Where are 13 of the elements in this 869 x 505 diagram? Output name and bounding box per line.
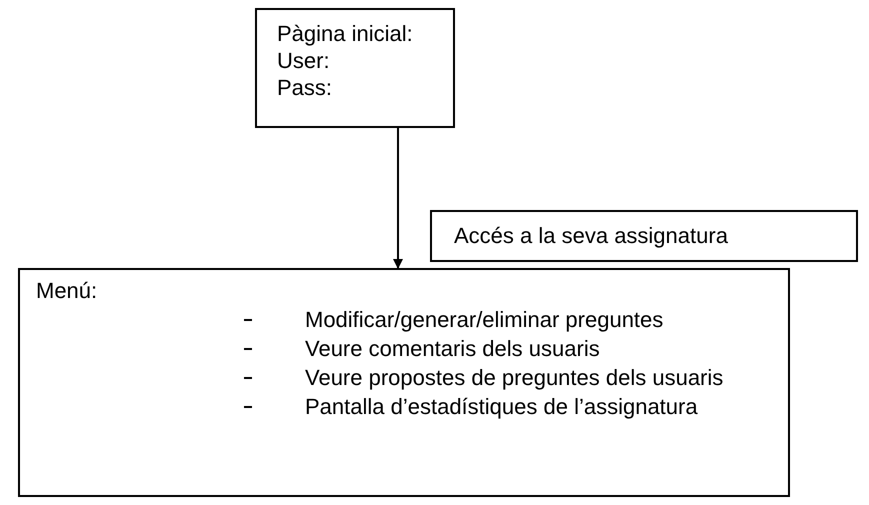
menu-heading: Menú: <box>36 277 98 305</box>
box-text: Pàgina inicial: <box>277 20 413 47</box>
menu-item: Veure propostes de preguntes dels usuaris <box>305 364 724 392</box>
note-box <box>430 210 858 262</box>
arrow <box>393 128 403 269</box>
box-text: Accés a la seva assignatura <box>454 222 728 249</box>
menu-item: Veure comentaris dels usuaris <box>305 335 600 363</box>
box-text: Pass: <box>277 74 332 101</box>
page-box <box>255 8 455 128</box>
menu-box <box>18 268 790 497</box>
menu-item: Modificar/generar/eliminar preguntes <box>305 306 664 334</box>
menu-item: Pantalla d’estadístiques de l’assignatura <box>305 393 698 421</box>
box-text: User: <box>277 47 330 74</box>
